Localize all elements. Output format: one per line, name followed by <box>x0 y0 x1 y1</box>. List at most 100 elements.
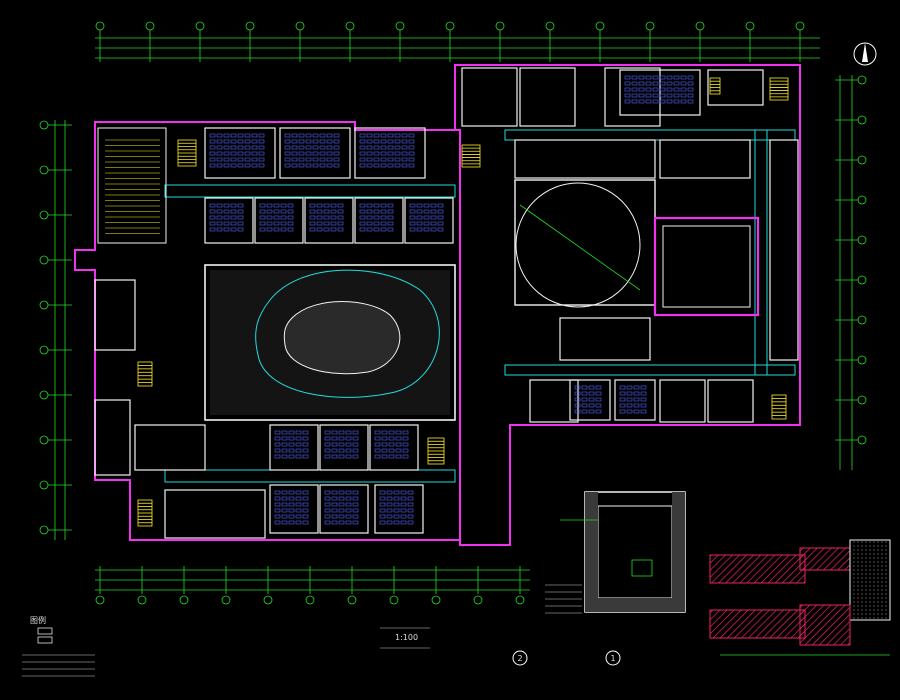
desk <box>302 496 309 501</box>
desk <box>302 520 309 525</box>
detail-2-label: 2 <box>517 654 522 663</box>
desk <box>281 430 288 435</box>
desk <box>258 157 265 162</box>
desk <box>394 139 401 144</box>
desk <box>401 139 408 144</box>
desk <box>423 227 430 232</box>
desk <box>386 502 393 507</box>
desk <box>273 227 280 232</box>
classroom <box>94 399 131 476</box>
desk <box>223 209 230 214</box>
desk <box>319 145 326 150</box>
classroom <box>279 127 351 179</box>
desk <box>673 75 680 80</box>
desk <box>387 163 394 168</box>
desk <box>373 227 380 232</box>
desk <box>295 442 302 447</box>
legend-title: 图例 <box>30 615 46 625</box>
desk <box>323 209 330 214</box>
desk <box>259 203 266 208</box>
desk <box>437 203 444 208</box>
desk <box>312 139 319 144</box>
desk <box>387 209 394 214</box>
desk <box>409 203 416 208</box>
desk <box>291 157 298 162</box>
desk <box>626 385 633 390</box>
desk <box>638 87 645 92</box>
desk <box>393 514 400 519</box>
desk <box>345 496 352 501</box>
desk <box>288 514 295 519</box>
desk <box>352 448 359 453</box>
desk <box>295 454 302 459</box>
desk <box>387 133 394 138</box>
desk <box>295 430 302 435</box>
desk <box>437 221 444 226</box>
desk <box>380 209 387 214</box>
desk <box>373 203 380 208</box>
desk <box>295 514 302 519</box>
desk <box>645 93 652 98</box>
desk <box>266 221 273 226</box>
axis-bubble <box>857 395 867 405</box>
axis-bubble <box>857 315 867 325</box>
desk <box>338 442 345 447</box>
desk <box>273 215 280 220</box>
axis-bubble <box>857 435 867 445</box>
desk <box>312 145 319 150</box>
desk <box>251 163 258 168</box>
desk <box>673 99 680 104</box>
desk <box>387 157 394 162</box>
desk <box>366 145 373 150</box>
desk <box>259 209 266 214</box>
desk <box>230 203 237 208</box>
desk <box>302 502 309 507</box>
desk <box>302 430 309 435</box>
desk <box>595 391 602 396</box>
desk <box>408 157 415 162</box>
desk <box>273 203 280 208</box>
desk <box>638 81 645 86</box>
desk <box>309 215 316 220</box>
desk <box>284 139 291 144</box>
desk <box>631 99 638 104</box>
desk <box>388 430 395 435</box>
desk <box>652 87 659 92</box>
desk <box>324 514 331 519</box>
desk <box>386 520 393 525</box>
desk <box>338 502 345 507</box>
desk <box>373 209 380 214</box>
desk <box>251 145 258 150</box>
desk <box>331 520 338 525</box>
desk <box>638 75 645 80</box>
desk <box>302 454 309 459</box>
classroom <box>269 424 319 471</box>
desk <box>295 508 302 513</box>
axis-bubble <box>305 595 315 605</box>
desk <box>359 221 366 226</box>
classroom <box>134 424 206 471</box>
axis-bubble <box>495 21 505 31</box>
desk <box>280 209 287 214</box>
desk <box>408 133 415 138</box>
desk <box>409 221 416 226</box>
desk <box>316 221 323 226</box>
desk <box>400 490 407 495</box>
axis-bubble <box>695 21 705 31</box>
stair <box>771 394 787 420</box>
desk <box>673 87 680 92</box>
desk <box>326 157 333 162</box>
classroom <box>659 139 751 179</box>
desk <box>326 133 333 138</box>
axis-bubble <box>95 21 105 31</box>
desk <box>388 448 395 453</box>
desk <box>209 221 216 226</box>
desk <box>423 215 430 220</box>
desk <box>281 454 288 459</box>
desk <box>640 385 647 390</box>
desk <box>409 215 416 220</box>
desk <box>216 139 223 144</box>
desk <box>359 157 366 162</box>
desk <box>316 227 323 232</box>
desk <box>333 139 340 144</box>
